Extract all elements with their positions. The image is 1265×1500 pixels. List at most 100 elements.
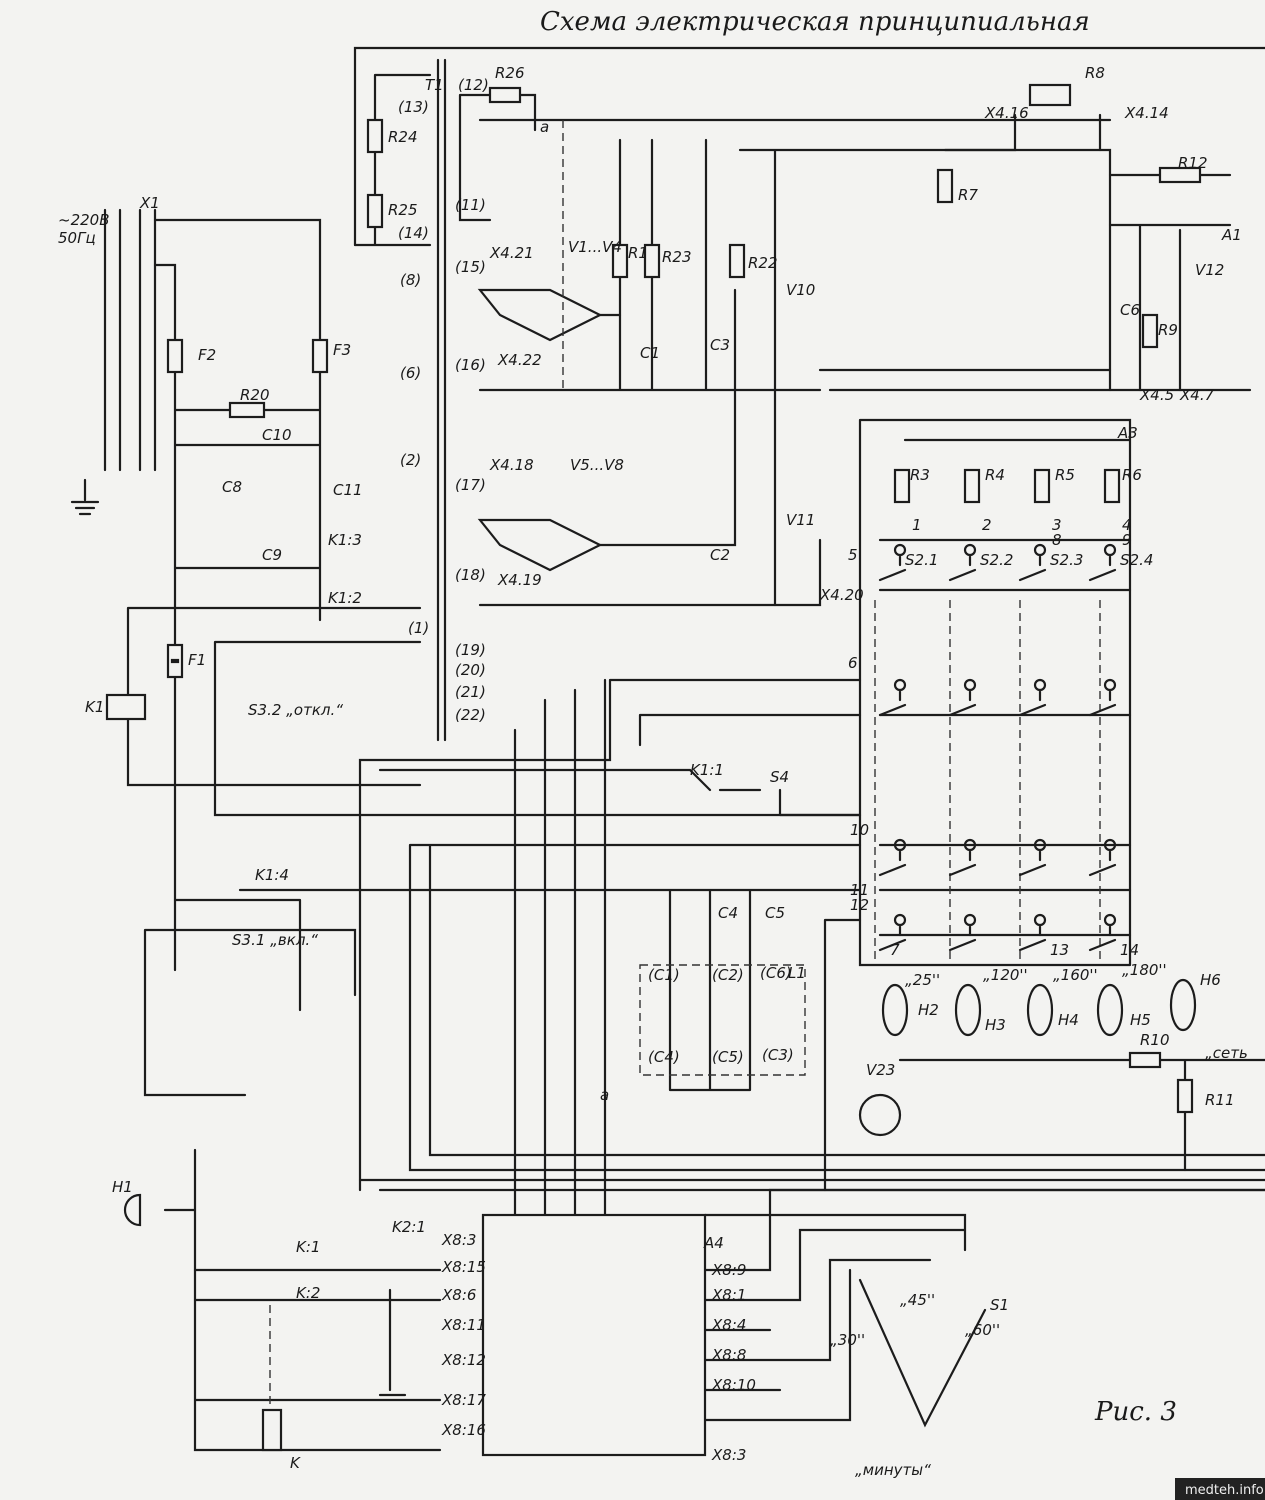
- label-w14: (14): [398, 224, 429, 242]
- label-w1: (1): [408, 619, 429, 637]
- resistor-r6: [1103, 468, 1121, 504]
- label-w16: (16): [455, 356, 486, 374]
- schematic-title: Схема электрическая принципиальная: [540, 7, 1090, 37]
- label-s32: S3.2 „откл.“: [248, 701, 343, 719]
- label-w11: (11): [455, 196, 486, 214]
- label-x416: X4.16: [984, 104, 1029, 122]
- label-s1: S1: [990, 1296, 1009, 1314]
- resistor-r3: [893, 468, 911, 504]
- label-x8_12: X8:12: [441, 1351, 486, 1369]
- label-x419: X4.19: [497, 571, 542, 589]
- label-w2: (2): [400, 451, 421, 469]
- label-x8_1: X8:1: [711, 1286, 746, 1304]
- label-c4: C4: [718, 904, 738, 922]
- label-x8_9: X8:9: [711, 1261, 746, 1279]
- label-w12: (12): [458, 76, 489, 94]
- label-v12: V12: [1195, 261, 1224, 279]
- push-button-switch: [1088, 678, 1117, 717]
- label-x8_17: X8:17: [441, 1391, 486, 1409]
- label-s24: S2.4: [1120, 551, 1153, 569]
- label-h3: H3: [985, 1016, 1006, 1034]
- label-v14: V1...V4: [568, 238, 622, 256]
- label-x418: X4.18: [489, 456, 534, 474]
- label-c5: C5: [765, 904, 785, 922]
- push-button-switch: [1018, 543, 1047, 582]
- components: [105, 83, 1202, 1457]
- label-x8_4: X8:4: [711, 1316, 746, 1334]
- label-v58: V5...V8: [570, 456, 624, 474]
- label-n7: 7: [890, 941, 900, 959]
- push-button-switch: [878, 913, 907, 952]
- label-v23: V23: [866, 1061, 895, 1079]
- label-w22: (22): [455, 706, 486, 724]
- label-w21: (21): [455, 683, 486, 701]
- label-r3: R3: [910, 466, 930, 484]
- label-minutes: „минуты“: [855, 1461, 931, 1479]
- label-x422: X4.22: [497, 351, 542, 369]
- label-s21: S2.1: [905, 551, 938, 569]
- label-k13: K1:3: [328, 531, 362, 549]
- label-w18: (18): [455, 566, 486, 584]
- label-w15: (15): [455, 258, 486, 276]
- label-x1: X1: [139, 194, 160, 212]
- label-h6: H6: [1200, 971, 1221, 989]
- resistor-r7: [936, 168, 954, 204]
- label-a1: A1: [1221, 226, 1242, 244]
- label-x414: X4.14: [1124, 104, 1169, 122]
- fuse-f3: [311, 338, 329, 374]
- label-s22: S2.2: [980, 551, 1013, 569]
- label-s31: S3.1 „вкл.“: [232, 931, 318, 949]
- label-net: „сеть: [1205, 1044, 1248, 1062]
- label-r11: R11: [1205, 1091, 1235, 1109]
- label-r9: R9: [1158, 321, 1178, 339]
- label-a_top: a: [540, 118, 549, 136]
- label-x8_15: X8:15: [441, 1258, 486, 1276]
- label-r5: R5: [1055, 466, 1075, 484]
- push-button-switch: [948, 678, 977, 717]
- figure-caption: Рис. 3: [1094, 1397, 1177, 1427]
- label-a_bot: a: [600, 1086, 609, 1104]
- label-a4: A4: [703, 1234, 724, 1252]
- label-k11: K1:1: [690, 761, 724, 779]
- label-r12: R12: [1178, 154, 1208, 172]
- label-lc1: (C1): [648, 966, 680, 984]
- led-v23: [858, 1093, 902, 1137]
- resistor-r5: [1033, 468, 1051, 504]
- label-h2: H2: [918, 1001, 939, 1019]
- label-c1: C1: [640, 344, 660, 362]
- label-m30: „30'': [830, 1331, 865, 1349]
- resistor-r25: [366, 193, 384, 229]
- indicator-lamps: [881, 978, 1197, 1037]
- push-button-switch: [1018, 913, 1047, 952]
- push-button-switch: [1088, 543, 1117, 582]
- label-k21: K2:1: [392, 1218, 426, 1236]
- push-button-switch: [1088, 838, 1117, 877]
- label-n14: 14: [1120, 941, 1139, 959]
- resistor-r10: [1128, 1051, 1162, 1069]
- label-r4: R4: [985, 466, 1005, 484]
- label-x421: X4.21: [489, 244, 534, 262]
- label-t25: „25'': [905, 971, 940, 989]
- push-button-switch: [878, 678, 907, 717]
- resistor-r1: [611, 243, 629, 279]
- label-lc2: (C2): [712, 966, 744, 984]
- label-c2: C2: [710, 546, 730, 564]
- push-button-switch: [1018, 838, 1047, 877]
- push-button-switch: [948, 838, 977, 877]
- label-h5: H5: [1130, 1011, 1151, 1029]
- label-r22: R22: [748, 254, 778, 272]
- label-t180: „180'': [1122, 961, 1167, 979]
- label-r20: R20: [240, 386, 270, 404]
- label-ka1: K:1: [296, 1238, 320, 1256]
- label-n9: 9: [1122, 531, 1132, 549]
- label-n11: 11: [850, 881, 869, 899]
- label-s4: S4: [770, 768, 789, 786]
- label-f1: F1: [188, 651, 206, 669]
- label-x8_11: X8:11: [441, 1316, 486, 1334]
- relay-k1-coil: [105, 693, 147, 721]
- label-r10: R10: [1140, 1031, 1170, 1049]
- label-n2: 2: [982, 516, 992, 534]
- label-h1: H1: [112, 1178, 133, 1196]
